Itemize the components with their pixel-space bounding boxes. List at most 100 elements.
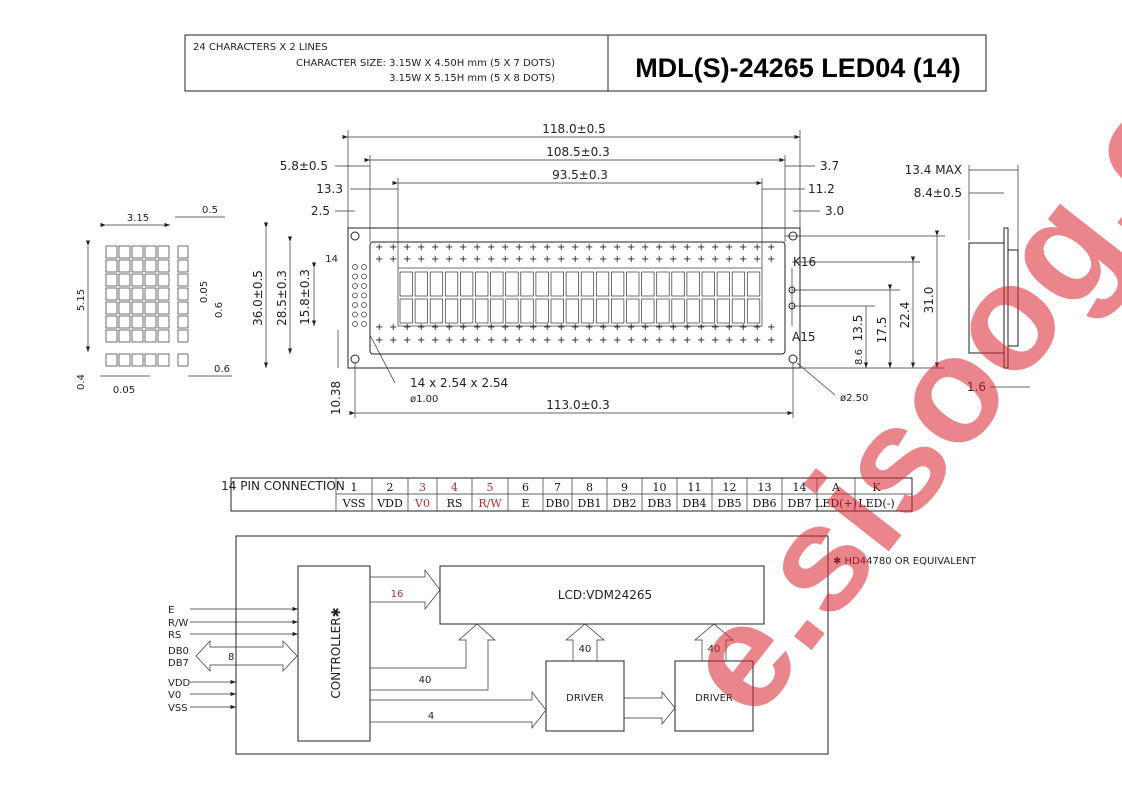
- plus-mark: +: [613, 242, 621, 253]
- char-dot: [144, 329, 157, 343]
- char-dot: [131, 301, 144, 315]
- plus-mark: +: [753, 242, 761, 253]
- character-cell: [535, 298, 549, 324]
- dim-22-4: 22.4: [898, 302, 912, 329]
- plus-mark: +: [711, 254, 719, 265]
- plus-mark: +: [459, 322, 467, 333]
- character-cell: [505, 298, 519, 324]
- pin-connection-table: 14 PIN CONNECTION 1VSS2VDD3V04RS5R/W6E7D…: [221, 477, 913, 512]
- char-dot: [177, 301, 189, 315]
- char-dot: [118, 245, 131, 259]
- dim-window-height: 28.5±0.3: [275, 270, 289, 326]
- pin-name: DB3: [648, 497, 672, 510]
- plus-mark: +: [613, 322, 621, 333]
- char-dot: [105, 259, 118, 273]
- model-title: MDL(S)-24265 LED04 (14): [635, 53, 961, 83]
- plus-mark: +: [375, 254, 383, 265]
- pin-pitch-label: 14 x 2.54 x 2.54: [410, 376, 508, 390]
- dim-window-width: 108.5±0.3: [546, 145, 610, 159]
- dim-overall-height: 36.0±0.5: [251, 270, 265, 326]
- pin-number: 5: [487, 481, 494, 494]
- pin-number: 11: [688, 481, 702, 494]
- plus-mark: +: [641, 335, 649, 346]
- pin-number: 14: [793, 481, 807, 494]
- plus-mark: +: [641, 242, 649, 253]
- hole-diameter-label: ø2.50: [840, 393, 868, 404]
- char-dot: [118, 329, 131, 343]
- dim-right-11-2: 11.2: [808, 182, 835, 196]
- plus-mark: +: [641, 254, 649, 265]
- plus-mark: +: [529, 322, 537, 333]
- plus-mark: +: [739, 254, 747, 265]
- plus-mark: +: [571, 322, 579, 333]
- bus-4-label: 4: [428, 711, 434, 722]
- plus-mark: +: [767, 335, 775, 346]
- dim-char-height: 5.15: [76, 289, 87, 311]
- signal-label: DB0: [168, 646, 189, 657]
- driver-2-bus-label: 40: [708, 644, 721, 655]
- plus-mark: +: [585, 335, 593, 346]
- plus-mark: +: [487, 335, 495, 346]
- plus-mark: +: [543, 242, 551, 253]
- char-dot: [177, 329, 189, 343]
- signal-label: VSS: [168, 703, 188, 714]
- plus-mark: +: [669, 242, 677, 253]
- char-dot: [144, 315, 157, 329]
- dim-left-13-3: 13.3: [316, 182, 343, 196]
- character-cell: [671, 271, 685, 297]
- character-cell: [429, 271, 444, 297]
- pin-name: R/W: [478, 497, 502, 510]
- plus-mark: +: [697, 242, 705, 253]
- dim-right-3-0: 3.0: [825, 204, 844, 218]
- signal-label: E: [168, 605, 174, 616]
- controller-block: [297, 565, 371, 742]
- character-cell: [595, 298, 610, 324]
- pin-number: A: [831, 481, 841, 494]
- character-cell: [565, 298, 579, 324]
- plus-mark: +: [389, 242, 397, 253]
- char-dot: [144, 273, 157, 287]
- plus-mark: +: [753, 322, 761, 333]
- dim-view-height: 15.8±0.3: [298, 269, 312, 325]
- pin-hole: [361, 311, 367, 318]
- bus-16-label: 16: [391, 589, 404, 600]
- plus-mark: +: [753, 335, 761, 346]
- plus-mark: +: [417, 242, 425, 253]
- plus-mark: +: [627, 254, 635, 265]
- driver-1-label: DRIVER: [566, 693, 604, 704]
- pin-number: 8: [586, 481, 593, 494]
- watermark: e.sisoog.com: [647, 0, 1122, 744]
- lcd-block: [439, 565, 765, 625]
- signal-label: R/W: [168, 618, 188, 629]
- plus-mark: +: [543, 254, 551, 265]
- char-dot: [157, 245, 170, 259]
- plus-mark: +: [487, 322, 495, 333]
- plus-mark: +: [585, 254, 593, 265]
- character-cell: [611, 298, 625, 324]
- signal-label: VDD: [168, 678, 191, 689]
- plus-mark: +: [445, 242, 453, 253]
- plus-mark: +: [683, 242, 691, 253]
- char-dot: [177, 273, 189, 287]
- pin-diameter-label: ø1.00: [410, 394, 438, 405]
- char-dot: [157, 273, 170, 287]
- plus-mark: +: [431, 242, 439, 253]
- pin-name: VDD: [376, 497, 403, 510]
- char-dot: [118, 287, 131, 301]
- pin-hole: [361, 321, 367, 327]
- char-dot: [105, 245, 118, 259]
- pin-hole: [352, 311, 358, 318]
- plus-mark: +: [543, 335, 551, 346]
- char-dot: [144, 287, 157, 301]
- plus-mark: +: [767, 254, 775, 265]
- pin-name: DB5: [718, 497, 742, 510]
- pin-number: K: [872, 481, 881, 494]
- driver-block-1: [545, 660, 625, 732]
- character-cell: [429, 298, 444, 324]
- pin-number: 1: [351, 481, 358, 494]
- character-cell: [716, 298, 730, 324]
- plus-mark: +: [473, 242, 481, 253]
- character-cell: [399, 298, 413, 324]
- pin-name: RS: [447, 497, 463, 510]
- dim-max-thickness: 13.4 MAX: [905, 163, 962, 177]
